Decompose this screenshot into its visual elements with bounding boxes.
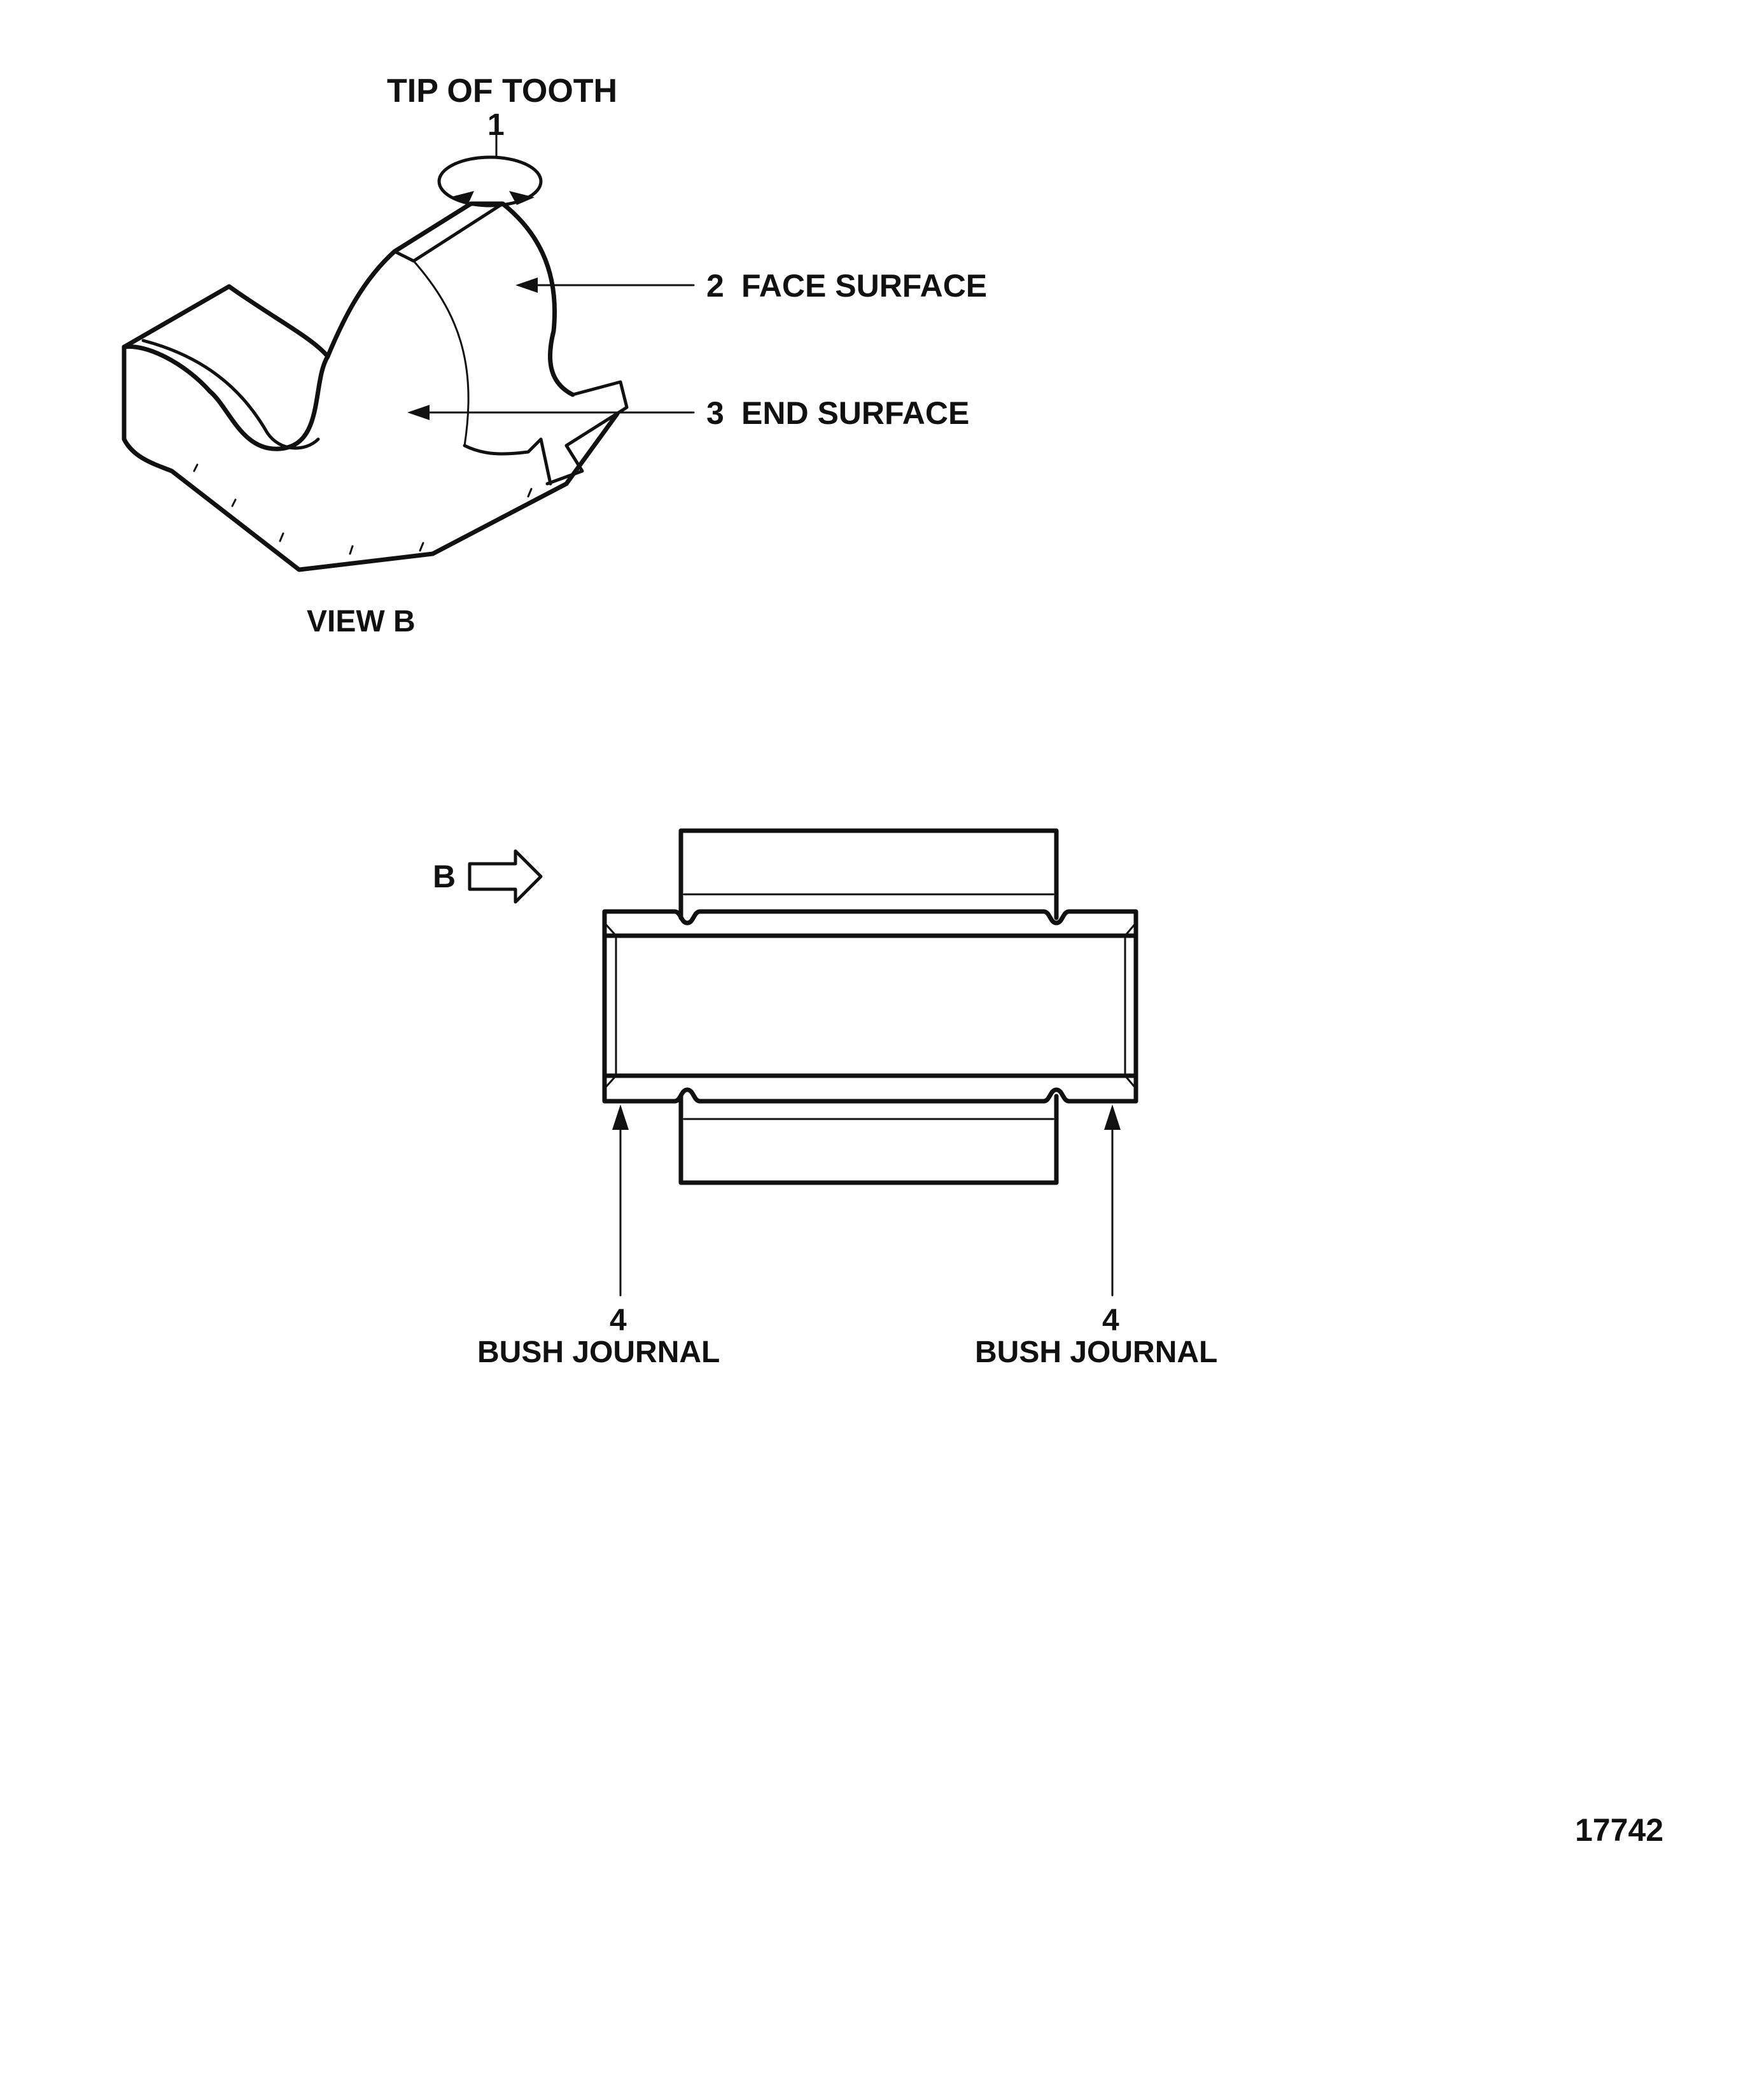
view-direction-arrow bbox=[468, 849, 543, 904]
tooth-broken-section bbox=[463, 380, 629, 486]
callout-1: 1 bbox=[487, 108, 505, 142]
callout-2: 2 bbox=[706, 268, 724, 304]
callout-3: 3 bbox=[706, 395, 724, 431]
tooth-body-outline bbox=[122, 284, 330, 451]
shaft-right-chamfer bbox=[1124, 922, 1137, 1090]
gear-side-view bbox=[468, 828, 1138, 1297]
gear-tooth-view-b bbox=[122, 134, 695, 572]
face-surface-arrowhead bbox=[515, 278, 538, 293]
end-surface-arrowhead bbox=[407, 405, 430, 420]
left-journal-arrowhead bbox=[612, 1104, 629, 1130]
tooth-face-end-boundary bbox=[412, 260, 470, 447]
tooth-tip-chamfer bbox=[393, 202, 505, 263]
face-surface-label: FACE SURFACE bbox=[741, 268, 987, 304]
tooth-left-face-curve bbox=[141, 339, 320, 450]
right-journal-label: BUSH JOURNAL bbox=[975, 1335, 1217, 1369]
gear-lower-block bbox=[678, 1094, 1059, 1185]
tip-arrow-right bbox=[509, 191, 535, 205]
tooth-main-outline bbox=[325, 201, 575, 397]
end-surface-label: END SURFACE bbox=[741, 395, 969, 431]
right-journal-number: 4 bbox=[1102, 1304, 1119, 1337]
left-journal-label: BUSH JOURNAL bbox=[477, 1335, 720, 1369]
tip-of-tooth-label: TIP OF TOOTH bbox=[387, 73, 617, 109]
tooth-break-ticks bbox=[193, 463, 533, 555]
gear-upper-block bbox=[678, 828, 1059, 920]
shaft-left-chamfer bbox=[603, 922, 617, 1090]
tooth-left-block bbox=[122, 344, 620, 572]
figure-number: 17742 bbox=[1575, 1812, 1663, 1848]
tip-callout-ellipse bbox=[437, 155, 543, 208]
view-b-arrow-label: B bbox=[433, 859, 456, 894]
left-journal-number: 4 bbox=[610, 1304, 627, 1337]
right-journal-arrowhead bbox=[1104, 1104, 1121, 1130]
tip-arrow-left bbox=[449, 191, 474, 205]
shaft-outline bbox=[602, 909, 1138, 1104]
view-b-label: VIEW B bbox=[307, 605, 416, 638]
